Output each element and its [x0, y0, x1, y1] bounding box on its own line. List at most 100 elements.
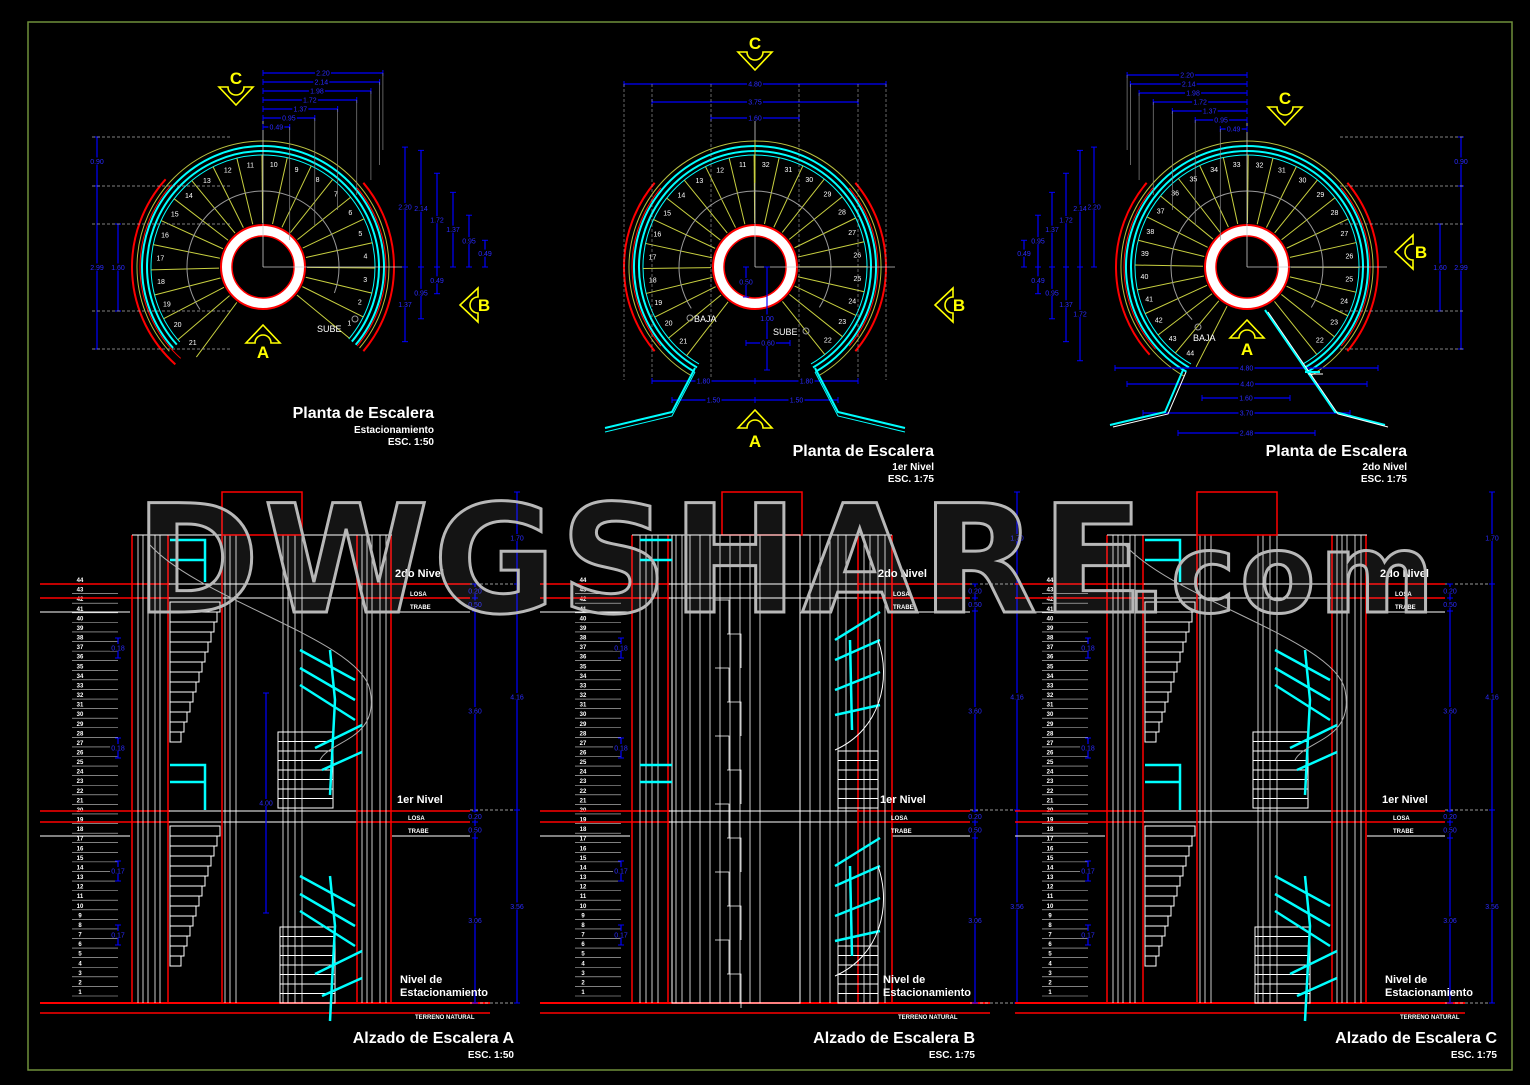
tread-line: [153, 244, 220, 259]
dimension-label-bg: [695, 377, 712, 384]
step-number: 22: [580, 789, 587, 795]
step-number: 32: [77, 693, 84, 699]
plan-scale: ESC. 1:75: [1361, 474, 1408, 485]
step-number: 26: [1345, 253, 1353, 260]
dimension-label-bg: [1009, 693, 1025, 700]
step-number: 38: [580, 636, 587, 642]
tread-line: [1199, 165, 1229, 228]
step-number: 16: [161, 233, 169, 240]
tread-line: [151, 267, 220, 271]
dimension-label-bg: [967, 826, 983, 833]
step-number: 33: [77, 683, 84, 689]
tread-line: [1222, 157, 1239, 225]
plan-scale: ESC. 1:75: [888, 474, 935, 485]
dimension-label: 1.00: [760, 316, 774, 323]
tread-line: [1146, 216, 1208, 248]
outer-guide-arc: [136, 140, 390, 352]
step-number: 41: [77, 607, 84, 613]
step-number: 28: [580, 731, 587, 737]
handrail: [1289, 949, 1338, 976]
tread-line: [782, 301, 826, 355]
stair-tread: [1144, 955, 1157, 967]
step-number: 36: [1171, 191, 1179, 198]
dimension-label-bg: [280, 114, 297, 121]
ground-label: TERRENO NATURAL: [415, 1015, 475, 1021]
tread-line: [653, 219, 716, 249]
ground-label: TERRENO NATURAL: [1400, 1015, 1460, 1021]
dimension-label-bg: [1484, 693, 1500, 700]
step-number: 21: [77, 798, 84, 804]
step-number: 7: [78, 933, 82, 939]
dimension-label-bg: [308, 87, 325, 94]
level-label: 2do Nivel: [395, 568, 444, 580]
handrail: [1296, 976, 1338, 998]
step-number: 7: [334, 192, 338, 199]
step-number: 31: [784, 167, 792, 174]
tread-line: [305, 242, 373, 258]
step-number: 33: [1047, 683, 1054, 689]
handrail: [834, 638, 881, 662]
watermark-logo: DWGSHARE .com: [134, 473, 1438, 650]
start-point-icon: [1194, 323, 1202, 331]
level-label: Estacionamiento: [883, 987, 971, 999]
dimension-label-bg: [429, 276, 445, 284]
section-arrow-icon: [1228, 318, 1266, 339]
dimension-label-bg: [1072, 309, 1088, 317]
step-number: 22: [1047, 789, 1054, 795]
elevation-view-c: 1234567891011121314151617181920212223242…: [1015, 491, 1500, 1022]
dimension-label-bg: [1009, 534, 1025, 541]
handrail: [314, 723, 363, 750]
section-arrow-icon: [458, 286, 479, 324]
watermark-suffix: .com: [1125, 510, 1438, 638]
step-number: 34: [77, 674, 84, 680]
level-dimension: 3.06: [967, 837, 983, 1004]
dimension-label-bg: [1058, 216, 1074, 224]
dimension-label: 3.60: [968, 709, 982, 716]
step-number: 30: [77, 712, 84, 718]
walk-line-arc: [186, 190, 340, 310]
wall-arc-inner: [139, 184, 182, 359]
dimension-label-bg: [268, 123, 285, 130]
step-number: 38: [1047, 636, 1054, 642]
step-number: 40: [1047, 616, 1054, 622]
step-number: 31: [77, 703, 84, 709]
dimension-label-bg: [467, 600, 483, 608]
tread-line: [1265, 166, 1297, 228]
dimension-label: 3.56: [510, 904, 524, 911]
handrail-post: [328, 649, 337, 796]
dimension-label: 0.18: [1081, 646, 1095, 653]
step-number: 7: [1048, 933, 1052, 939]
roof-box: [221, 491, 303, 536]
step-number: 33: [580, 683, 587, 689]
dimension-label-bg: [1238, 364, 1255, 371]
step-number: 6: [1048, 942, 1052, 948]
flight-dimension: 4.00: [258, 692, 274, 914]
dimension-label: 0.50: [468, 828, 482, 835]
step-number: 10: [77, 904, 84, 910]
slab-label: LOSA: [1395, 592, 1412, 598]
step-number: 34: [1210, 167, 1218, 174]
hidden-steps: [715, 599, 742, 1008]
level-label: 1er Nivel: [1382, 794, 1428, 806]
elevation-title-block-b: Alzado de Escalera B ESC. 1:75: [813, 1030, 975, 1061]
overall-dimension: 3.56: [1484, 809, 1500, 1004]
tread-line: [1157, 293, 1213, 336]
step-number: 5: [358, 231, 362, 238]
step-number: 12: [580, 885, 587, 891]
inner-dimension: 0.60: [745, 339, 791, 348]
dimension-label: 4.16: [510, 695, 524, 702]
guard-rail: [170, 763, 207, 810]
stair-direction-label: BAJA: [1193, 333, 1216, 343]
dimension-label-bg: [967, 587, 983, 594]
section-arrow-icon: [244, 323, 282, 344]
dimension-label: 0.17: [614, 933, 628, 940]
step-number: 35: [1189, 177, 1197, 184]
dimension-label: 3.56: [1010, 904, 1024, 911]
dimension-label-bg: [1453, 263, 1469, 271]
tread-line: [173, 198, 229, 241]
step-number: 40: [580, 616, 587, 622]
level-label: Estacionamiento: [1385, 987, 1473, 999]
step-number: 23: [1047, 779, 1054, 785]
riser-dimension: 0.17: [613, 860, 629, 882]
dimension-label: 0.50: [968, 828, 982, 835]
